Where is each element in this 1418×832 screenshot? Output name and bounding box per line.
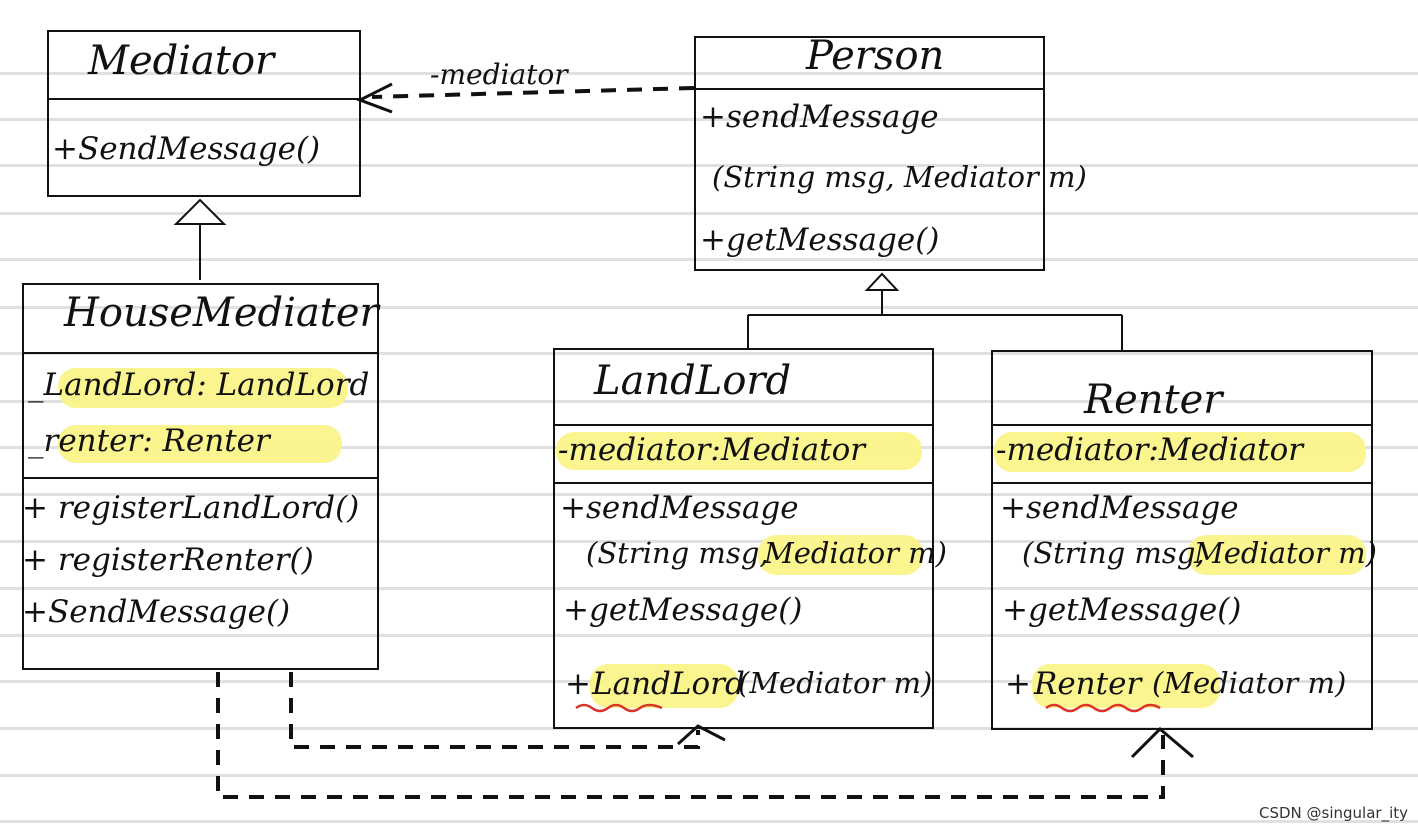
ruled-line — [0, 72, 1418, 75]
class-renter-constructor-name: Renter — [1034, 666, 1142, 702]
class-mediator — [47, 30, 361, 197]
highlight-landlord-mediator-attr — [556, 432, 922, 470]
class-landlord-constructor-name: LandLord — [592, 666, 745, 702]
class-renter-method: +getMessage() — [1002, 592, 1242, 628]
generalization-subclasses-to-person — [747, 272, 1123, 350]
class-divider — [993, 482, 1371, 484]
connector-label-mediator: -mediator — [430, 58, 568, 91]
class-landlord-method-params: Mediator m) — [764, 536, 947, 570]
ruled-line — [0, 634, 1418, 637]
class-housemediater-attribute: _renter: Renter — [28, 423, 270, 459]
ruled-line — [0, 820, 1418, 823]
ruled-line — [0, 352, 1418, 355]
class-renter-method: +sendMessage — [1000, 490, 1239, 526]
landlord-red-underline — [575, 703, 663, 713]
class-divider — [24, 352, 377, 354]
class-divider — [993, 424, 1371, 426]
highlight-renter-mediator-param — [1188, 535, 1366, 575]
class-renter — [991, 350, 1373, 730]
class-housemediater-name: HouseMediater — [64, 290, 379, 336]
class-mediator-name: Mediator — [88, 38, 275, 84]
class-divider — [696, 88, 1043, 90]
ruled-line — [0, 493, 1418, 496]
class-renter-attribute: -mediator:Mediator — [996, 432, 1304, 468]
class-housemediater-method: + registerLandLord() — [22, 490, 360, 526]
highlight-landlord-attr — [58, 368, 348, 408]
class-housemediater-method: +SendMessage() — [22, 594, 291, 630]
ruled-line — [0, 258, 1418, 261]
class-renter-method-params: Mediator m) — [1194, 536, 1377, 570]
class-landlord-constructor-plus: + — [565, 666, 591, 702]
ruled-line — [0, 164, 1418, 167]
class-landlord-method: +getMessage() — [563, 592, 803, 628]
ruled-line — [0, 400, 1418, 403]
class-person — [694, 36, 1045, 271]
class-renter-constructor-params: (Mediator m) — [1152, 666, 1347, 700]
class-landlord-attribute: -mediator:Mediator — [558, 432, 866, 468]
class-landlord-constructor-params: (Mediator m) — [738, 666, 933, 700]
highlight-landlord-mediator-param — [758, 535, 923, 575]
class-landlord-method: +sendMessage — [560, 490, 799, 526]
class-divider — [555, 482, 932, 484]
class-landlord-name: LandLord — [594, 358, 792, 404]
class-person-method: +getMessage() — [700, 222, 940, 258]
class-housemediater-attribute: _LandLord: LandLord — [28, 367, 370, 403]
class-person-name: Person — [806, 33, 945, 79]
class-housemediater-method: + registerRenter() — [22, 542, 314, 578]
class-divider — [49, 98, 359, 100]
class-landlord — [553, 348, 934, 729]
renter-red-underline — [1045, 703, 1161, 713]
class-renter-method-params: (String msg, — [1022, 536, 1205, 570]
class-person-method-params: (String msg, Mediator m) — [712, 160, 1087, 194]
class-divider — [24, 477, 377, 479]
ruled-line — [0, 774, 1418, 777]
highlight-renter-attr — [58, 425, 342, 463]
ruled-line — [0, 587, 1418, 590]
class-renter-constructor-plus: + — [1005, 666, 1031, 702]
ruled-line — [0, 118, 1418, 121]
highlight-renter-mediator-attr — [994, 432, 1366, 472]
ruled-line — [0, 212, 1418, 215]
class-landlord-method-params: (String msg, — [586, 536, 769, 570]
ruled-line — [0, 306, 1418, 309]
class-person-method: +sendMessage — [700, 99, 939, 135]
watermark: CSDN @singular_ity — [1258, 804, 1408, 822]
class-housemediater — [22, 283, 379, 670]
class-divider — [555, 424, 932, 426]
class-renter-name: Renter — [1084, 377, 1223, 423]
class-mediator-method: +SendMessage() — [52, 131, 321, 167]
ruled-line — [0, 540, 1418, 543]
